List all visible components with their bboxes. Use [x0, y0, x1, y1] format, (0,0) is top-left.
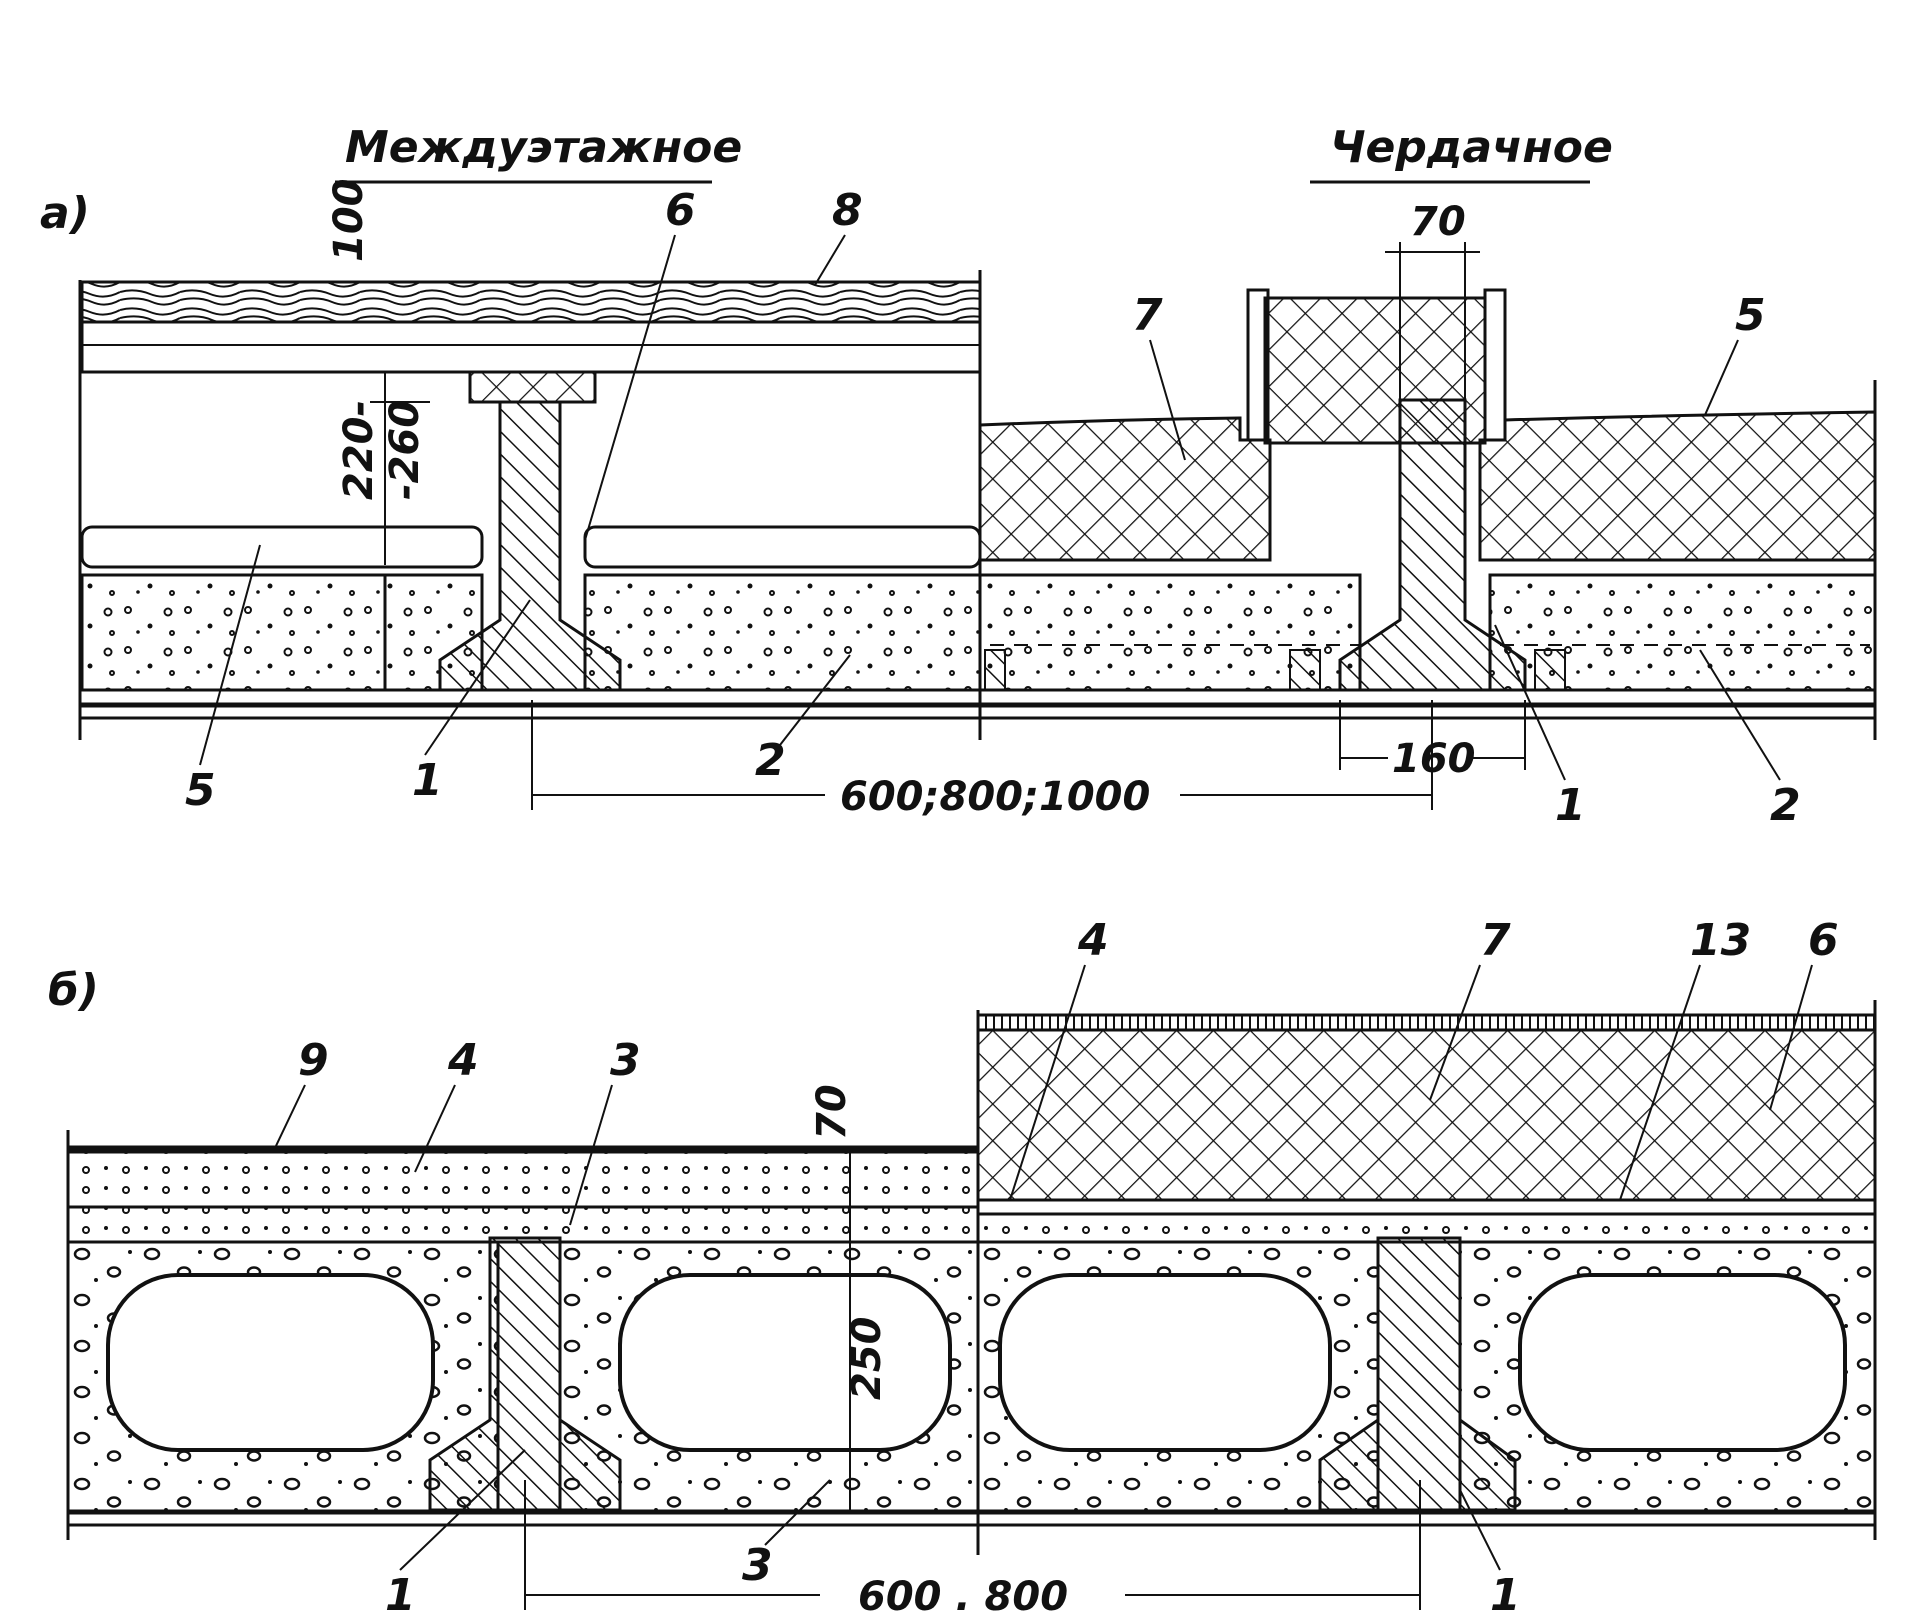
callout-a-1-right: 1: [1555, 780, 1586, 831]
callout-b-4-right: 4: [1077, 915, 1109, 966]
dim-top-width: 70: [1410, 199, 1466, 245]
callout-b-3-top: 3: [610, 1035, 641, 1086]
attic-insulation-left: [978, 416, 1272, 562]
callout-b-9: 9: [298, 1035, 329, 1086]
floor-boards: [80, 280, 982, 324]
callout-b-7: 7: [1480, 915, 1511, 966]
callout-b-3-bottom: 3: [742, 1540, 773, 1591]
callout-a-2-right: 2: [1770, 780, 1801, 831]
section-b: б) 70 250: [48, 915, 1877, 1621]
attic-insulation-b: [976, 1028, 1877, 1202]
filler-block-mid: [583, 573, 982, 692]
dim-bottom-width: 160: [1392, 736, 1476, 782]
callout-b-6: 6: [1808, 915, 1839, 966]
callout-a-5-right: 5: [1735, 290, 1766, 341]
callout-a-6: 6: [665, 185, 696, 236]
section-b-label: б): [48, 965, 99, 1016]
callout-a-1-left: 1: [412, 755, 443, 806]
svg-text:Междуэтажное: Междуэтажное: [345, 122, 742, 173]
callout-b-4-left: 4: [447, 1035, 479, 1086]
sleeper: [468, 370, 597, 404]
svg-text:Чердачное: Чердачное: [1330, 122, 1613, 173]
dim-spacing-a: 600;800;1000: [840, 774, 1150, 820]
t-joist-left: [438, 400, 622, 692]
t-joist-b-left: [428, 1236, 622, 1512]
dim-topping: 70: [809, 1084, 855, 1140]
callout-b-1-right: 1: [1490, 1570, 1521, 1621]
floor-screed-4: [66, 1150, 980, 1209]
filler-block-left: [80, 573, 484, 692]
callout-a-5-left: 5: [185, 765, 216, 816]
callout-b-13: 13: [1690, 915, 1751, 966]
heading-attic: Чердачное: [1310, 122, 1613, 184]
attic-insulation-right: [1478, 410, 1877, 562]
t-joist-b-right: [1318, 1236, 1517, 1512]
dim-joist-height-1: 220-: [336, 400, 382, 500]
attic-top-layer: [976, 1013, 1877, 1032]
heading-interfloor: Междуэтажное: [335, 122, 742, 184]
floor-layer-3: [66, 1205, 980, 1244]
callout-a-8: 8: [832, 185, 863, 236]
dim-joist-height-2: -260: [382, 400, 428, 500]
dim-top-thickness: 100: [326, 179, 372, 263]
dim-spacing-b: 600 . 800: [858, 1574, 1068, 1620]
dim-height: 250: [844, 1317, 890, 1401]
insulation-layer-left: [80, 525, 484, 569]
section-a: а): [40, 179, 1877, 831]
callout-b-1-left: 1: [385, 1570, 416, 1621]
section-a-label: а): [40, 188, 90, 239]
callout-a-7: 7: [1132, 290, 1163, 341]
